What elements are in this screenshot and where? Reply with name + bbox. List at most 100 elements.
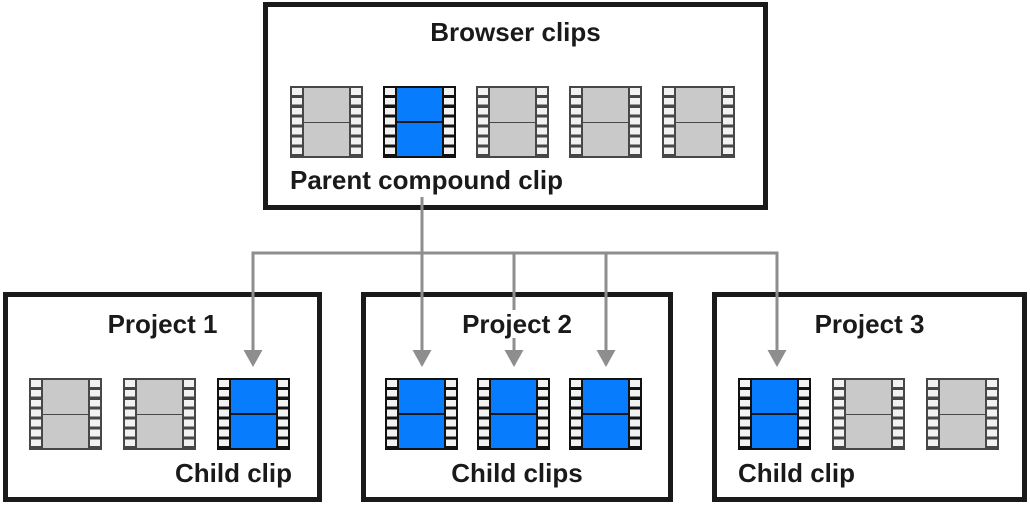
sprocket-strip-left [385,88,395,156]
browser-box-title-text: Browser clips [423,18,608,46]
film-clip-icon-gray [290,86,363,158]
browser-clips-box: Browser clips Parent compound clip [263,2,768,210]
film-frame-bottom [752,415,797,448]
parent-compound-clip-label: Parent compound clip [290,165,564,195]
sprocket-strip-left [478,88,488,156]
film-frames [395,88,444,156]
browser-box-title: Browser clips [268,18,763,46]
sprocket-strip-left [571,380,581,448]
film-frame-bottom [399,415,444,448]
sprocket-strip-right [351,88,361,156]
film-frames [844,380,893,448]
film-frame-bottom [304,122,349,156]
sprocket-strip-right [90,380,100,448]
project-1-child-clip-label: Child clip [175,458,292,488]
film-frame-top [397,88,442,123]
film-frame-top [491,380,536,415]
film-frames [397,380,446,448]
project-1-title: Project 1 [8,310,317,338]
film-frame-bottom [846,414,891,448]
film-clip-icon-gray [123,378,196,450]
sprocket-strip-left [125,380,135,448]
sprocket-strip-right [537,88,547,156]
film-frame-bottom [491,415,536,448]
project-3-title-text: Project 3 [807,310,932,338]
film-frame-top [399,380,444,415]
film-frames [135,380,184,448]
film-clip-icon-blue [217,378,290,450]
sprocket-strip-left [571,88,581,156]
film-frame-bottom [231,415,276,448]
film-clip-icon-gray [926,378,999,450]
film-frame-top [304,88,349,123]
film-frames [581,380,630,448]
film-clip-icon-blue [738,378,811,450]
sprocket-strip-right [723,88,733,156]
film-frames [750,380,799,448]
project-3-clips-row [738,378,999,450]
film-frames [41,380,90,448]
sprocket-strip-left [292,88,302,156]
film-frame-bottom [397,123,442,156]
film-frame-top [846,380,891,415]
film-clip-icon-gray [29,378,102,450]
film-frame-top [583,380,628,415]
sprocket-strip-left [664,88,674,156]
project-2-title-text: Project 2 [455,310,579,338]
film-frames [938,380,987,448]
film-frames [489,380,538,448]
sprocket-strip-right [630,380,640,448]
sprocket-strip-right [799,380,809,448]
project-2-title: Project 2 [366,310,668,338]
film-frame-top [43,380,88,415]
film-frame-bottom [676,122,721,156]
project-1-title-text: Project 1 [100,310,225,338]
film-clip-icon-gray [832,378,905,450]
sprocket-strip-right [278,380,288,448]
sprocket-strip-left [219,380,229,448]
sprocket-strip-right [444,88,454,156]
film-frame-top [752,380,797,415]
film-clip-icon-gray [662,86,735,158]
project-1-box: Project 1 Child clip [3,292,322,502]
film-frame-bottom [43,414,88,448]
film-frame-bottom [583,415,628,448]
film-frame-top [583,88,628,123]
sprocket-strip-left [928,380,938,448]
project-3-box: Project 3 Child clip [712,292,1027,502]
sprocket-strip-right [538,380,548,448]
sprocket-strip-right [987,380,997,448]
project-2-clips-row [385,378,642,450]
film-frames [581,88,630,156]
sprocket-strip-right [184,380,194,448]
sprocket-strip-left [387,380,397,448]
film-frame-bottom [137,414,182,448]
project-3-child-clip-label: Child clip [738,458,855,488]
sprocket-strip-right [446,380,456,448]
browser-clips-row [290,86,735,158]
project-1-clips-row [29,378,290,450]
film-frame-bottom [940,414,985,448]
sprocket-strip-left [479,380,489,448]
film-frame-bottom [490,122,535,156]
film-frame-bottom [583,122,628,156]
film-clip-icon-blue [385,378,458,450]
film-clip-icon-blue [477,378,550,450]
project-2-child-clips-label: Child clips [451,458,583,488]
sprocket-strip-right [630,88,640,156]
film-frames [488,88,537,156]
sprocket-strip-left [834,380,844,448]
film-frame-top [940,380,985,415]
sprocket-strip-left [31,380,41,448]
project-3-title: Project 3 [717,310,1022,338]
film-clip-icon-blue [569,378,642,450]
film-clip-icon-blue [383,86,456,158]
film-frame-top [137,380,182,415]
film-frames [302,88,351,156]
film-frame-top [490,88,535,123]
film-clip-icon-gray [476,86,549,158]
sprocket-strip-left [740,380,750,448]
film-clip-icon-gray [569,86,642,158]
project-2-box: Project 2 Child clips [361,292,673,502]
